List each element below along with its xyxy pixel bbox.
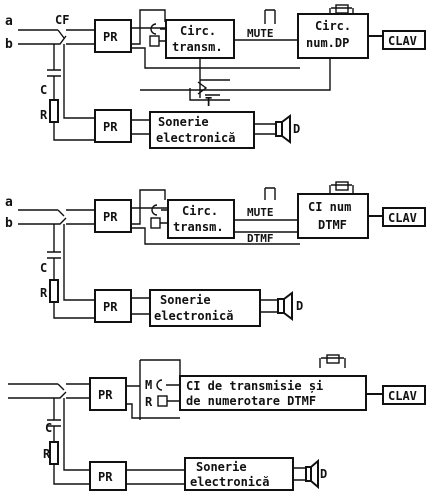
- dtmf-dialer-circuit-line-1: CI num: [308, 200, 351, 214]
- resistor-r: [49, 279, 59, 303]
- resistor-r: [49, 99, 59, 123]
- electronic-ringer-line-2: electronică: [156, 131, 235, 145]
- bridge-rectifier-2: [89, 461, 127, 491]
- bridge-rectifier-1-label: PR: [103, 210, 118, 224]
- microphone-icon: [156, 379, 163, 391]
- ringer-branch-wire: [63, 224, 95, 301]
- ringer-branch-wire: [63, 44, 95, 119]
- capacitor-c: [47, 44, 61, 100]
- speaker-label: D: [293, 122, 300, 136]
- keypad-box: [382, 207, 426, 227]
- resonator-icon: [326, 354, 340, 364]
- speaker-icon: [277, 291, 293, 321]
- keypad-bracket: [319, 357, 346, 368]
- transmission-circuit-line-1: Circ.: [180, 24, 216, 38]
- microphone-icon: [151, 204, 158, 216]
- keypad-label: CLAV: [388, 211, 417, 225]
- capacitor-label: C: [40, 83, 47, 97]
- speaker-icon: [305, 458, 319, 490]
- capacitor-label: C: [45, 421, 52, 435]
- microphone-label: M: [145, 378, 152, 392]
- electronic-ringer-line-2: electronică: [154, 309, 233, 323]
- line-input-wires: [18, 209, 95, 225]
- bridge-rectifier-2: [94, 109, 132, 143]
- dtmf-dialer-circuit-line-2: DTMF: [318, 218, 347, 232]
- keypad-bracket: [329, 184, 354, 193]
- resonator-icon: [335, 181, 349, 191]
- electronic-ringer-line-1: Sonerie: [160, 293, 211, 307]
- transmission-circuit: [165, 19, 235, 59]
- resonator-icon: [335, 4, 349, 14]
- electronic-ringer-line-1: Sonerie: [158, 115, 209, 129]
- diagram-2: a b C R PR Circ. transm. MUTE DTMF CI nu…: [5, 181, 426, 327]
- keypad-box: [382, 30, 426, 50]
- transistor-icon: [197, 81, 208, 95]
- transmission-circuit-line-2: transm.: [172, 40, 223, 54]
- earpiece-icon: [149, 35, 160, 47]
- resistor-label: R: [43, 447, 51, 461]
- keypad-label: CLAV: [388, 34, 417, 48]
- resistor-r: [49, 441, 59, 465]
- dtmf-label: DTMF: [247, 232, 274, 245]
- electronic-ringer-line-2: electronică: [190, 475, 269, 489]
- earpiece-icon: [157, 395, 168, 407]
- transistor-wires: [140, 58, 331, 101]
- transistor-label: T: [205, 95, 212, 109]
- mute-label: MUTE: [247, 206, 274, 219]
- line-a-label: a: [5, 195, 13, 210]
- earpiece-icon: [150, 217, 161, 229]
- transmission-circuit: [167, 199, 235, 239]
- pulse-dial-circuit-line-2: num.DP: [306, 36, 349, 50]
- transmission-dtmf-ic-line-2: de numerotare DTMF: [186, 394, 316, 408]
- capacitor-c: [47, 224, 61, 280]
- bridge-rectifier-2: [94, 289, 132, 323]
- speaker-icon: [275, 114, 291, 144]
- bridge-rectifier-1-label: PR: [98, 388, 113, 402]
- capacitor-c: [47, 398, 61, 442]
- resistor-label: R: [40, 108, 48, 122]
- bridge-rectifier-1: [94, 199, 132, 233]
- line-b-label: b: [5, 216, 13, 231]
- pulse-dial-circuit-line-1: Circ.: [315, 19, 351, 33]
- speaker-label: D: [296, 299, 303, 313]
- bridge-rectifier-1: [89, 377, 127, 411]
- electronic-ringer: [149, 111, 255, 149]
- microphone-icon: [150, 23, 157, 35]
- electronic-ringer: [149, 289, 261, 327]
- diagram-1: a b CF C R PR Circ. transm. MUTE Circ. n…: [5, 4, 426, 149]
- dc-supply-wires: [131, 189, 300, 245]
- transmission-dtmf-ic-line-1: CI de transmisie și: [186, 379, 323, 393]
- line-input-wires: [8, 383, 90, 399]
- transmission-circuit-line-1: Circ.: [182, 204, 218, 218]
- bridge-rectifier-2-label: PR: [98, 470, 113, 484]
- mute-label: MUTE: [247, 27, 274, 40]
- ringer-branch-wire: [63, 398, 90, 471]
- speaker-label: D: [320, 467, 327, 481]
- line-b-label: b: [5, 37, 13, 52]
- pulse-dial-circuit: [297, 13, 369, 59]
- bridge-rectifier-2-label: PR: [103, 300, 118, 314]
- keypad-box: [382, 385, 426, 405]
- electronic-ringer: [184, 457, 294, 491]
- bridge-rectifier-1-label: PR: [103, 30, 118, 44]
- capacitor-label: C: [40, 261, 47, 275]
- dc-supply-wires: [126, 359, 181, 420]
- keypad-label: CLAV: [388, 389, 417, 403]
- bridge-rectifier-2-label: PR: [103, 120, 118, 134]
- mute-dtmf-wires: [234, 219, 298, 233]
- electronic-ringer-line-1: Sonerie: [196, 460, 247, 474]
- bridge-rectifier-1: [94, 19, 132, 53]
- dc-supply-wires: [131, 9, 300, 69]
- transmission-circuit-line-2: transm.: [173, 220, 224, 234]
- line-input-wires: [18, 29, 95, 45]
- hook-switch-label: CF: [55, 13, 69, 27]
- diagram-3: C R PR M R CI de transmisie și de numero…: [8, 354, 426, 491]
- earpiece-label: R: [145, 395, 153, 409]
- resistor-label: R: [40, 286, 48, 300]
- line-a-label: a: [5, 14, 13, 29]
